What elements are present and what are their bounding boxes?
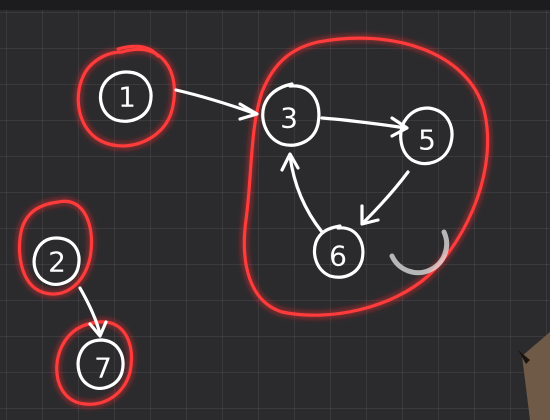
- edge-2-to-7: [78, 286, 108, 338]
- component-outline-2: [15, 196, 96, 299]
- component-outline-7: [52, 317, 136, 409]
- edge-3-to-5: [320, 116, 409, 138]
- node-3-label: 3: [280, 102, 298, 135]
- node-2-label: 2: [48, 246, 66, 279]
- node-7: 7: [76, 338, 125, 390]
- stylus-icon: [518, 332, 550, 420]
- edge-6-to-3: [280, 152, 324, 234]
- node-7-label: 7: [94, 352, 112, 385]
- node-6: 6: [312, 224, 365, 279]
- node-5: 5: [399, 106, 454, 166]
- top-bar: [0, 0, 550, 10]
- edge-1-to-3: [174, 88, 259, 121]
- node-3: 3: [261, 82, 321, 147]
- pointer-ring-icon: [389, 229, 450, 276]
- node-1-label: 1: [118, 81, 136, 114]
- edge-5-to-6: [360, 170, 410, 226]
- component-outline-1: [73, 44, 179, 151]
- component-outline-3-5-6: [239, 33, 493, 320]
- node-6-label: 6: [329, 240, 347, 273]
- node-1: 1: [98, 70, 153, 123]
- node-2: 2: [32, 236, 81, 286]
- node-5-label: 5: [418, 124, 436, 157]
